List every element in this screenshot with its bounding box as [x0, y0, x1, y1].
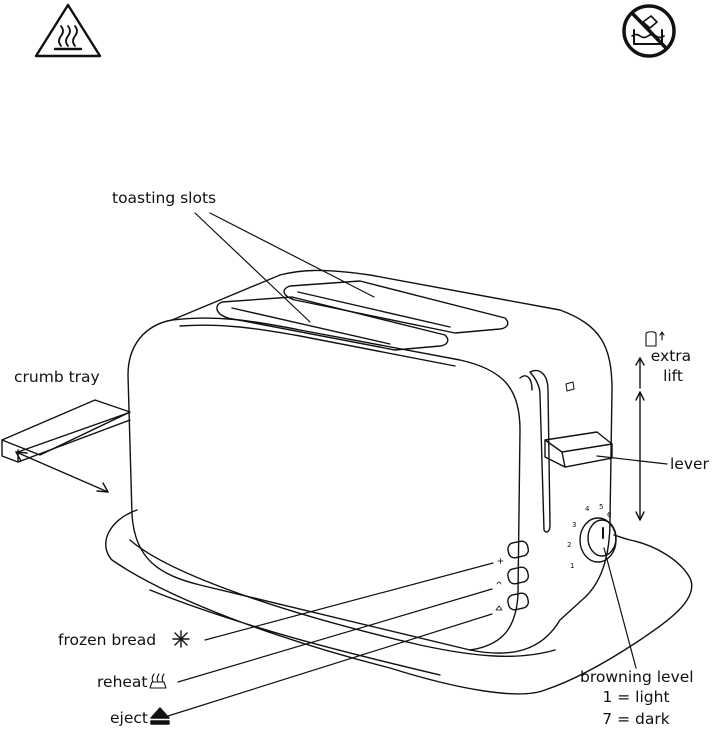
dial-tick: 1 [570, 562, 574, 570]
eject-button [507, 592, 530, 611]
toasting-slot [216, 296, 449, 351]
browning-dark-label: 7 = dark [602, 710, 670, 728]
hot-surface-warning-icon [34, 3, 102, 58]
browning-dial [579, 517, 617, 563]
reheat-button [507, 566, 530, 585]
eject-label: eject [110, 709, 148, 727]
browning-level-label: browning level [580, 668, 694, 686]
crumb-tray-label: crumb tray [14, 368, 100, 386]
toaster-base [105, 509, 693, 695]
toasting-slot [283, 280, 509, 334]
frozen-bread-label: frozen bread [58, 631, 157, 649]
no-water-immersion-icon [622, 4, 676, 58]
dial-tick: 2 [567, 541, 571, 549]
extra-lift-label-line1: extra [650, 347, 692, 365]
reheat-icon [149, 673, 167, 689]
dial-tick: 4 [585, 505, 590, 513]
lever-label: lever [670, 455, 709, 473]
leader-lines [167, 212, 668, 717]
eject-icon [150, 707, 170, 725]
dial-tick: 3 [572, 521, 576, 529]
lever [544, 431, 613, 468]
frozen-bread-button [507, 540, 530, 559]
reheat-label: reheat [97, 673, 148, 691]
bread-lift-icon [645, 331, 665, 347]
toasting-slots-label: toasting slots [112, 189, 217, 207]
dial-tick: 5 [599, 503, 603, 511]
dial-tick: 6 [607, 511, 612, 519]
crumb-tray [1, 399, 131, 463]
browning-light-label: 1 = light [602, 688, 670, 706]
extra-lift-label-line2: lift [663, 367, 683, 385]
lever-travel-arrow [635, 357, 645, 521]
toaster-body [127, 269, 613, 654]
bread-lift-icon [565, 381, 575, 392]
snowflake-icon [172, 630, 190, 648]
tray-arrow [15, 451, 109, 493]
